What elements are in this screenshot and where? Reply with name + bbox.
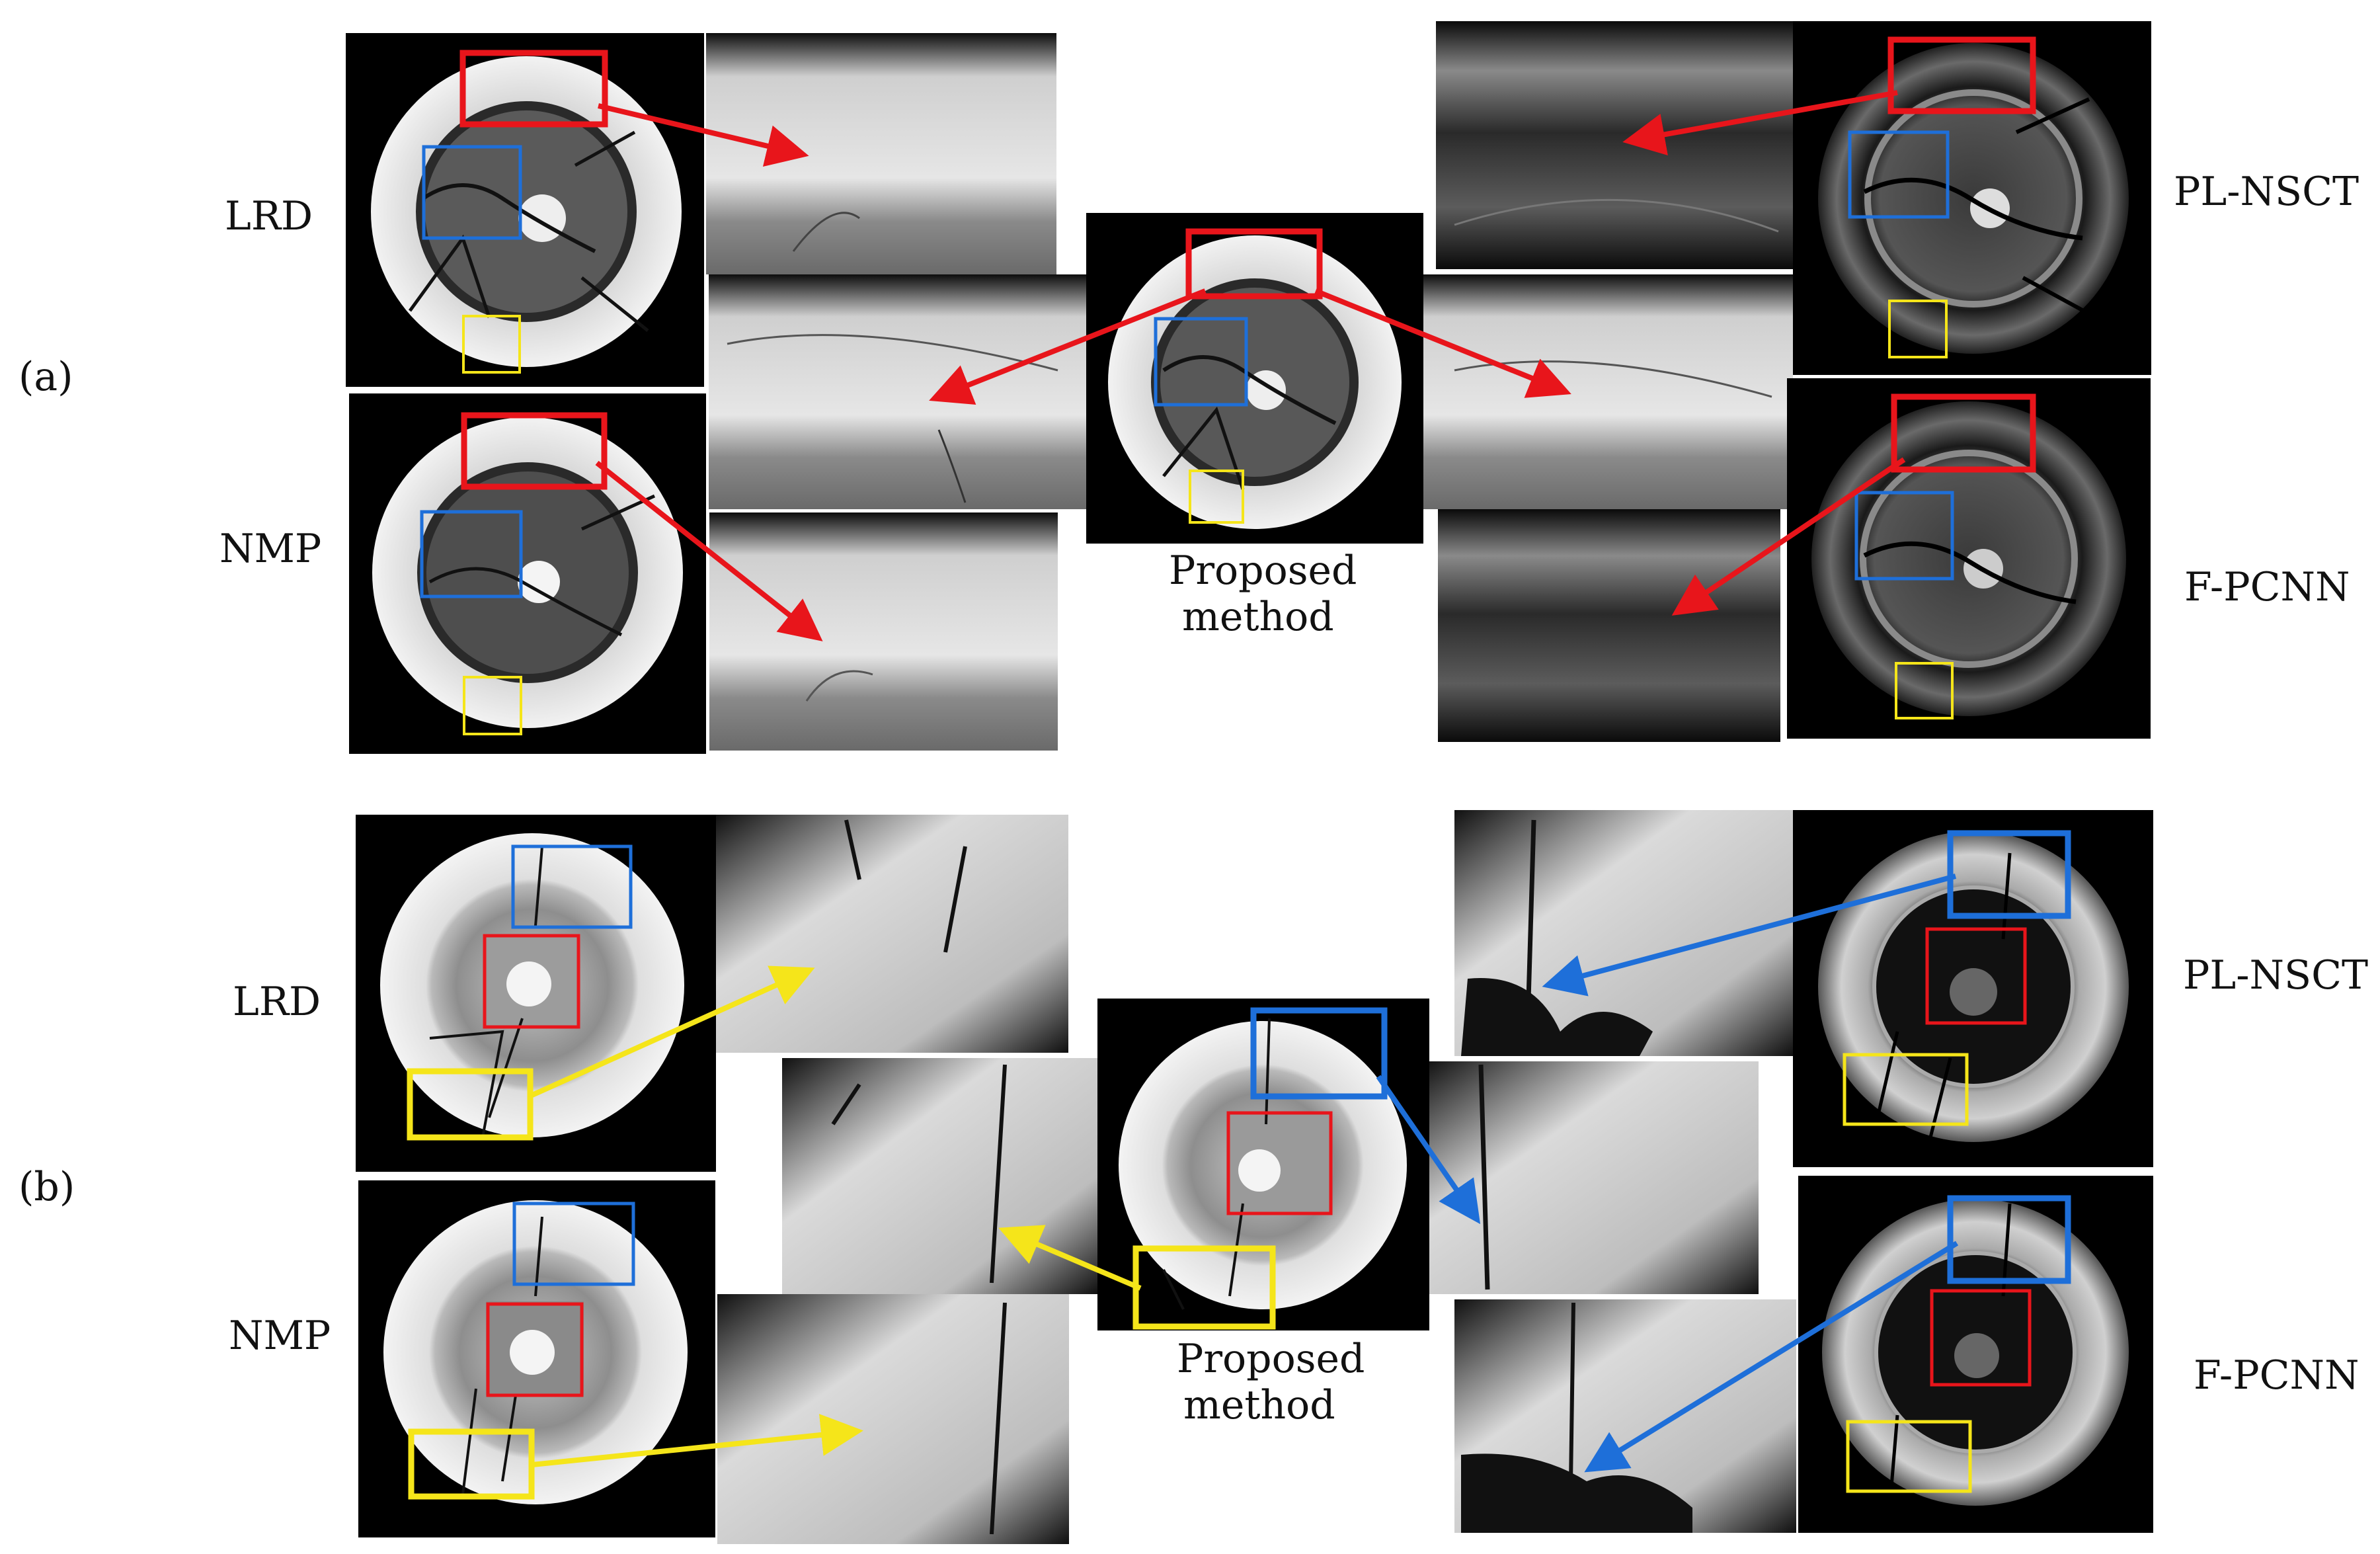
row-a-lrd-zoom: [706, 33, 1056, 274]
row-b-fpcnn-label: F-PCNN: [2194, 1352, 2360, 1399]
row-a-nmp-label: NMP: [219, 526, 322, 572]
row-a-lrd-image: [346, 33, 704, 387]
row-a-proposed-zoom-right: [1421, 274, 1793, 509]
row-b-arrow-proposed-yellow: [998, 1225, 1142, 1291]
row-b-fpcnn-zoom: [1454, 1299, 1796, 1533]
row-b-arrow-nmp: [532, 1414, 863, 1467]
row-a-proposed-image: [1086, 213, 1423, 544]
row-b-arrow-lrd: [531, 965, 815, 1098]
row-a-plnsct-zoom: [1436, 21, 1793, 269]
row-b-tag: (b): [19, 1164, 75, 1210]
row-a-arrow-proposed-left: [929, 288, 1207, 405]
row-a-fpcnn-image: [1787, 378, 2151, 739]
row-a-nmp-zoom: [709, 512, 1058, 751]
row-b-arrow-plnsct: [1542, 874, 1957, 997]
row-b-nmp-zoom: [717, 1294, 1069, 1544]
row-b-lrd-image: [356, 815, 716, 1172]
row-b-arrow-proposed-blue: [1376, 1075, 1481, 1225]
row-a-plnsct-label: PL-NSCT: [2174, 169, 2360, 215]
row-b-caption-line2: method: [1183, 1382, 1335, 1428]
row-b-proposed-zoom-left: [782, 1058, 1098, 1294]
row-a-lrd-label: LRD: [225, 193, 313, 239]
row-b-proposed-zoom-right: [1425, 1061, 1759, 1294]
row-a-caption-line2: method: [1182, 594, 1334, 640]
row-a-arrow-fpcnn: [1671, 457, 1906, 616]
row-a-tag: (a): [19, 354, 73, 400]
row-b-lrd-label: LRD: [233, 979, 321, 1025]
row-a-arrow-proposed-right: [1314, 288, 1571, 398]
row-b-nmp-image: [358, 1180, 715, 1537]
row-b-lrd-zoom: [716, 815, 1068, 1053]
row-a-proposed-zoom-left: [709, 274, 1087, 509]
row-a-fpcnn-label: F-PCNN: [2184, 564, 2350, 610]
row-a-caption-line1: Proposed: [1169, 548, 1357, 594]
row-b-plnsct-label: PL-NSCT: [2183, 952, 2369, 999]
row-b-arrow-fpcnn: [1584, 1241, 1959, 1473]
row-b-caption-line1: Proposed: [1177, 1336, 1365, 1382]
row-a-fpcnn-zoom: [1438, 509, 1780, 742]
row-a-arrow-plnsct: [1622, 90, 1898, 155]
row-a-arrow-lrd: [598, 103, 809, 167]
row-a-arrow-nmp: [595, 460, 823, 641]
row-b-proposed-image: [1097, 999, 1429, 1330]
row-b-fpcnn-image: [1798, 1176, 2153, 1533]
row-b-plnsct-image: [1793, 810, 2153, 1167]
row-a-nmp-image: [349, 393, 706, 754]
row-b-nmp-label: NMP: [229, 1313, 331, 1359]
row-a-plnsct-image: [1793, 21, 2151, 375]
